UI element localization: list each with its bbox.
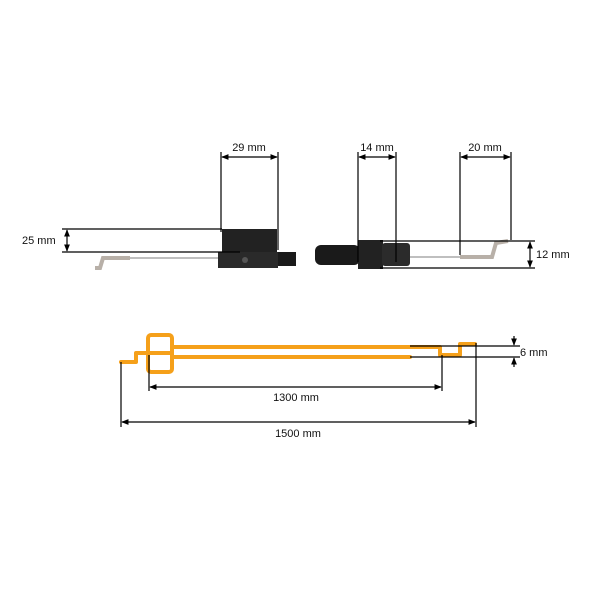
dimension-25mm: 25 mm [22,228,240,253]
label-1500mm: 1500 mm [275,428,321,440]
cable-sheath-a [278,252,296,266]
label-6mm: 6 mm [520,347,548,359]
dimension-14mm: 14 mm [357,142,397,262]
label-29mm: 29 mm [232,142,266,154]
label-12mm: 12 mm [536,249,570,261]
cable-end-b [315,239,509,269]
dimension-1300mm: 1300 mm [148,355,443,404]
end-block-top [222,229,277,253]
label-1300mm: 1300 mm [273,392,319,404]
dimension-12mm: 12 mm [380,240,570,269]
dimension-29mm: 29 mm [220,142,279,250]
cable-schematic [119,333,477,374]
dimension-6mm: 6 mm [410,336,548,367]
label-20mm: 20 mm [468,142,502,154]
cable-end-a [95,229,296,270]
dimension-1500mm: 1500 mm [120,343,477,440]
dimension-20mm: 20 mm [459,142,512,255]
cable-sheath-b [315,245,360,265]
mount-hole [242,257,248,263]
hook-a [95,256,130,270]
label-14mm: 14 mm [360,142,394,154]
label-25mm: 25 mm [22,235,56,247]
hook-b [460,239,509,259]
connector-body [358,240,383,269]
